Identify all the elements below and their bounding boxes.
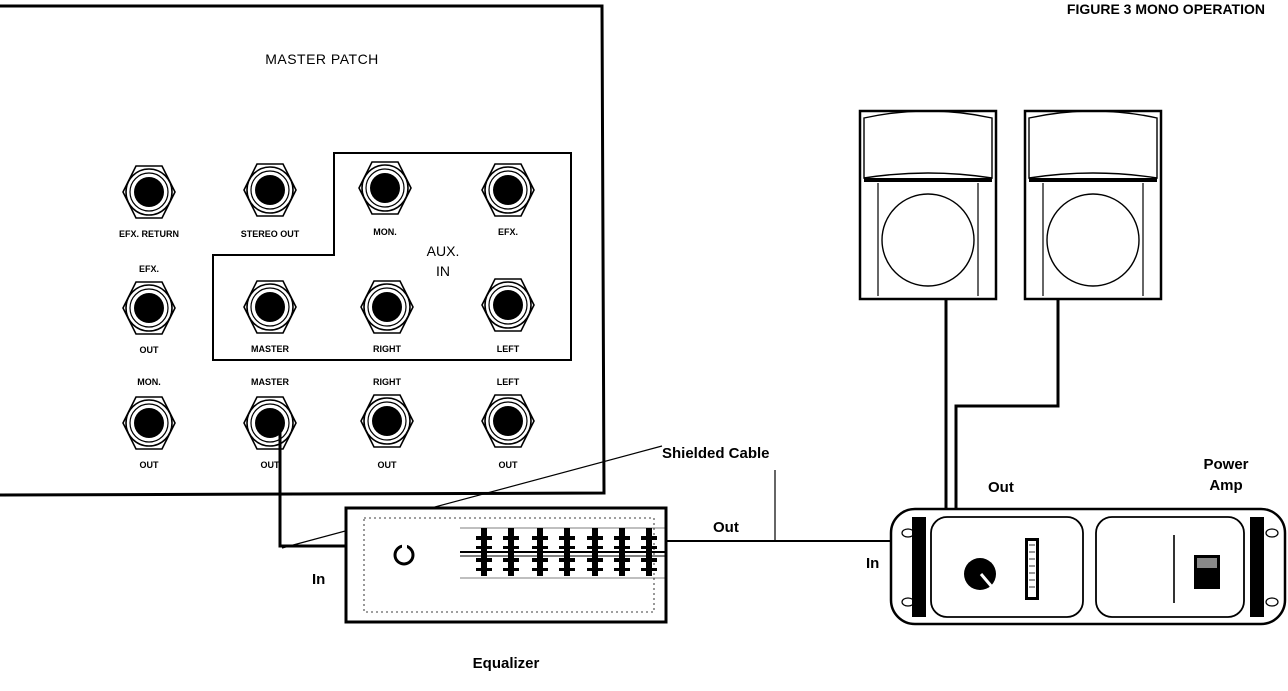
- left-top-label: LEFT: [497, 377, 520, 387]
- master-to-eq-cable: [268, 421, 346, 548]
- aux-left-jack[interactable]: [481, 278, 535, 332]
- efx-out-label: OUT: [140, 345, 160, 355]
- efx-return-label: EFX. RETURN: [119, 229, 179, 239]
- aux-in-label-line2: IN: [436, 263, 450, 279]
- aux-mon-label: MON.: [373, 227, 397, 237]
- efx-out-jack[interactable]: [122, 281, 176, 335]
- speaker-cabinet-right-icon: [1023, 109, 1163, 301]
- left-out-label: OUT: [499, 460, 519, 470]
- equalizer: [344, 506, 668, 624]
- left-out-jack[interactable]: [481, 394, 535, 448]
- aux-right-label: RIGHT: [373, 344, 402, 354]
- right-out-label: OUT: [378, 460, 398, 470]
- mon-out-jack[interactable]: [122, 396, 176, 450]
- stereo-out-jack[interactable]: [243, 163, 297, 217]
- eq-out-label: Out: [713, 519, 739, 536]
- eq-slider-bank[interactable]: [460, 527, 666, 579]
- speaker-cabinet-left-icon: [858, 109, 998, 301]
- equalizer-label: Equalizer: [473, 655, 540, 672]
- amp-out-label: Out: [988, 479, 1014, 496]
- aux-mon-jack[interactable]: [358, 161, 412, 215]
- power-amp: [889, 507, 1287, 626]
- eq-in-label: In: [312, 571, 325, 588]
- amp-level-meter-icon: [1025, 538, 1039, 600]
- aux-efx-label: EFX.: [498, 227, 518, 237]
- master-top-label: MASTER: [251, 377, 290, 387]
- power-amp-label-line1: Power: [1203, 456, 1248, 473]
- aux-master-jack[interactable]: [243, 280, 297, 334]
- mon-top-label: MON.: [137, 377, 161, 387]
- right-top-label: RIGHT: [373, 377, 402, 387]
- aux-in-label-line1: AUX.: [427, 243, 460, 259]
- aux-efx-jack[interactable]: [481, 163, 535, 217]
- efx-top-label: EFX.: [139, 264, 159, 274]
- amp-in-label: In: [866, 555, 879, 572]
- eq-knob-icon[interactable]: [393, 542, 415, 566]
- aux-master-label: MASTER: [251, 344, 290, 354]
- speaker-2-cable: [954, 300, 1060, 514]
- amp-power-switch-icon[interactable]: [1194, 555, 1220, 589]
- master-patch-panel: MASTER PATCH AUX. IN EFX. RETURN STEREO …: [0, 4, 606, 497]
- cables: [268, 300, 1060, 549]
- amp-volume-knob-icon[interactable]: [964, 558, 996, 590]
- aux-right-jack[interactable]: [360, 280, 414, 334]
- shielded-cable-label: Shielded Cable: [662, 445, 770, 462]
- figure-title: FIGURE 3 MONO OPERATION: [1067, 1, 1265, 17]
- stereo-out-label: STEREO OUT: [241, 229, 300, 239]
- master-out-label: OUT: [261, 460, 281, 470]
- power-amp-label-line2: Amp: [1209, 477, 1242, 494]
- right-out-jack[interactable]: [360, 394, 414, 448]
- aux-left-label: LEFT: [497, 344, 520, 354]
- efx-return-jack[interactable]: [122, 165, 176, 219]
- mon-out-label: OUT: [140, 460, 160, 470]
- panel-title: MASTER PATCH: [265, 51, 379, 67]
- aux-in-outline: [212, 152, 572, 361]
